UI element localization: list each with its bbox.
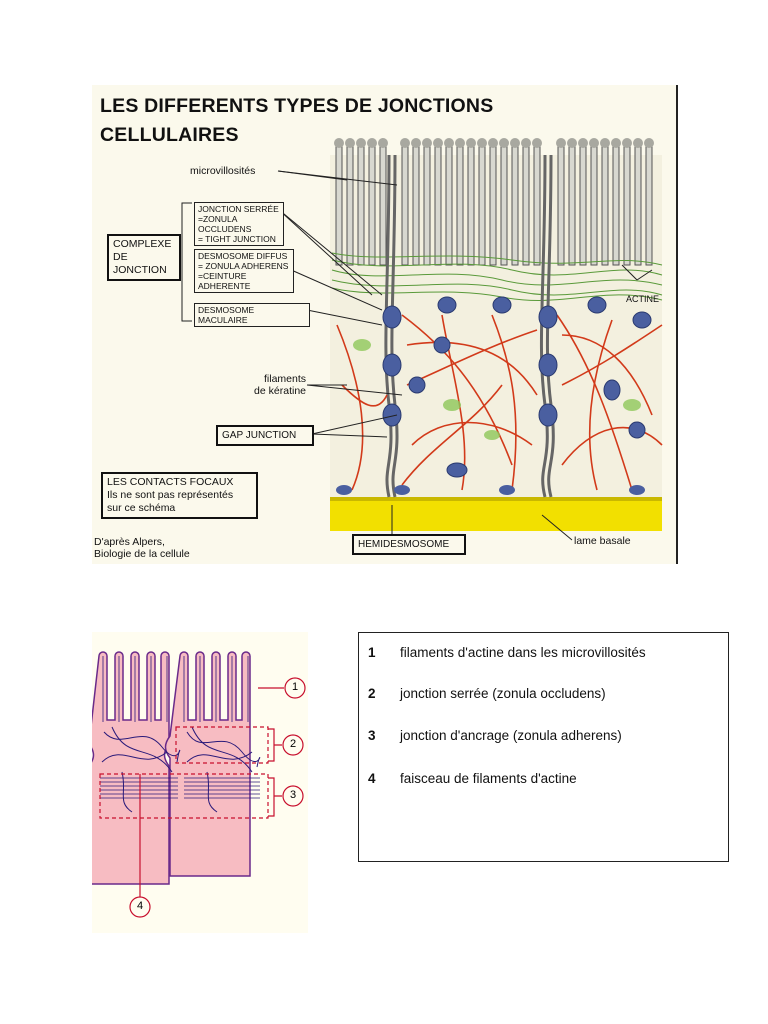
callout-3 [282,785,304,807]
keratin-filaments [336,314,663,491]
callout-lines [99,687,284,897]
box-complexe-de-jonction: COMPLEXE DE JONCTION [107,234,181,281]
microvilli [335,141,653,266]
callout-1-label: 1 [291,681,299,693]
terminal-web [101,726,261,813]
label-microvillosites: microvillosités [190,165,256,177]
junction-diagram: LES DIFFERENTS TYPES DE JONCTIONS CELLUL… [92,85,678,564]
callout-4 [129,896,151,918]
box-desmosome-maculaire: DESMOSOME MACULAIRE [194,303,310,327]
cell-membranes [384,154,555,498]
label-actine: ACTINE [626,294,660,304]
box-jonction-serree: JONCTION SERRÉE =ZONULA OCCLUDENS = TIGH… [194,202,284,246]
label-source: D'après Alpers, Biologie de la cellule [94,536,190,560]
hemidesmosomes [336,485,645,495]
junction-illustration [181,85,678,564]
leader-lines [277,170,653,541]
epithelial-cells [88,651,251,885]
bracket [181,202,192,322]
microvilli-illustration [88,651,306,918]
callout-2 [282,734,304,756]
callout-4-label: 4 [136,900,144,912]
box-desmosome-diffus: DESMOSOME DIFFUS = ZONULA ADHERENS =CEIN… [194,249,294,293]
basal-lamina [330,497,662,531]
label-filaments-keratine: filaments de kératine [254,373,306,397]
box-contacts-focaux: LES CONTACTS FOCAUX Ils ne sont pas repr… [101,472,258,519]
callout-3-label: 3 [289,789,297,801]
microvilli-schema: 1 2 3 4 [88,632,308,933]
diagram-title: LES DIFFERENTS TYPES DE JONCTIONS CELLUL… [100,92,620,150]
title-line-2: CELLULAIRES [100,124,239,146]
label-lame-basale: lame basale [574,535,631,547]
desmosomes [382,296,652,478]
box-hemidesmosome: HEMIDESMOSOME [352,534,466,555]
callout-2-label: 2 [289,738,297,750]
callout-1 [284,677,306,699]
box-gap-junction: GAP JUNCTION [216,425,314,446]
title-line-1: LES DIFFERENTS TYPES DE JONCTIONS [100,95,494,117]
